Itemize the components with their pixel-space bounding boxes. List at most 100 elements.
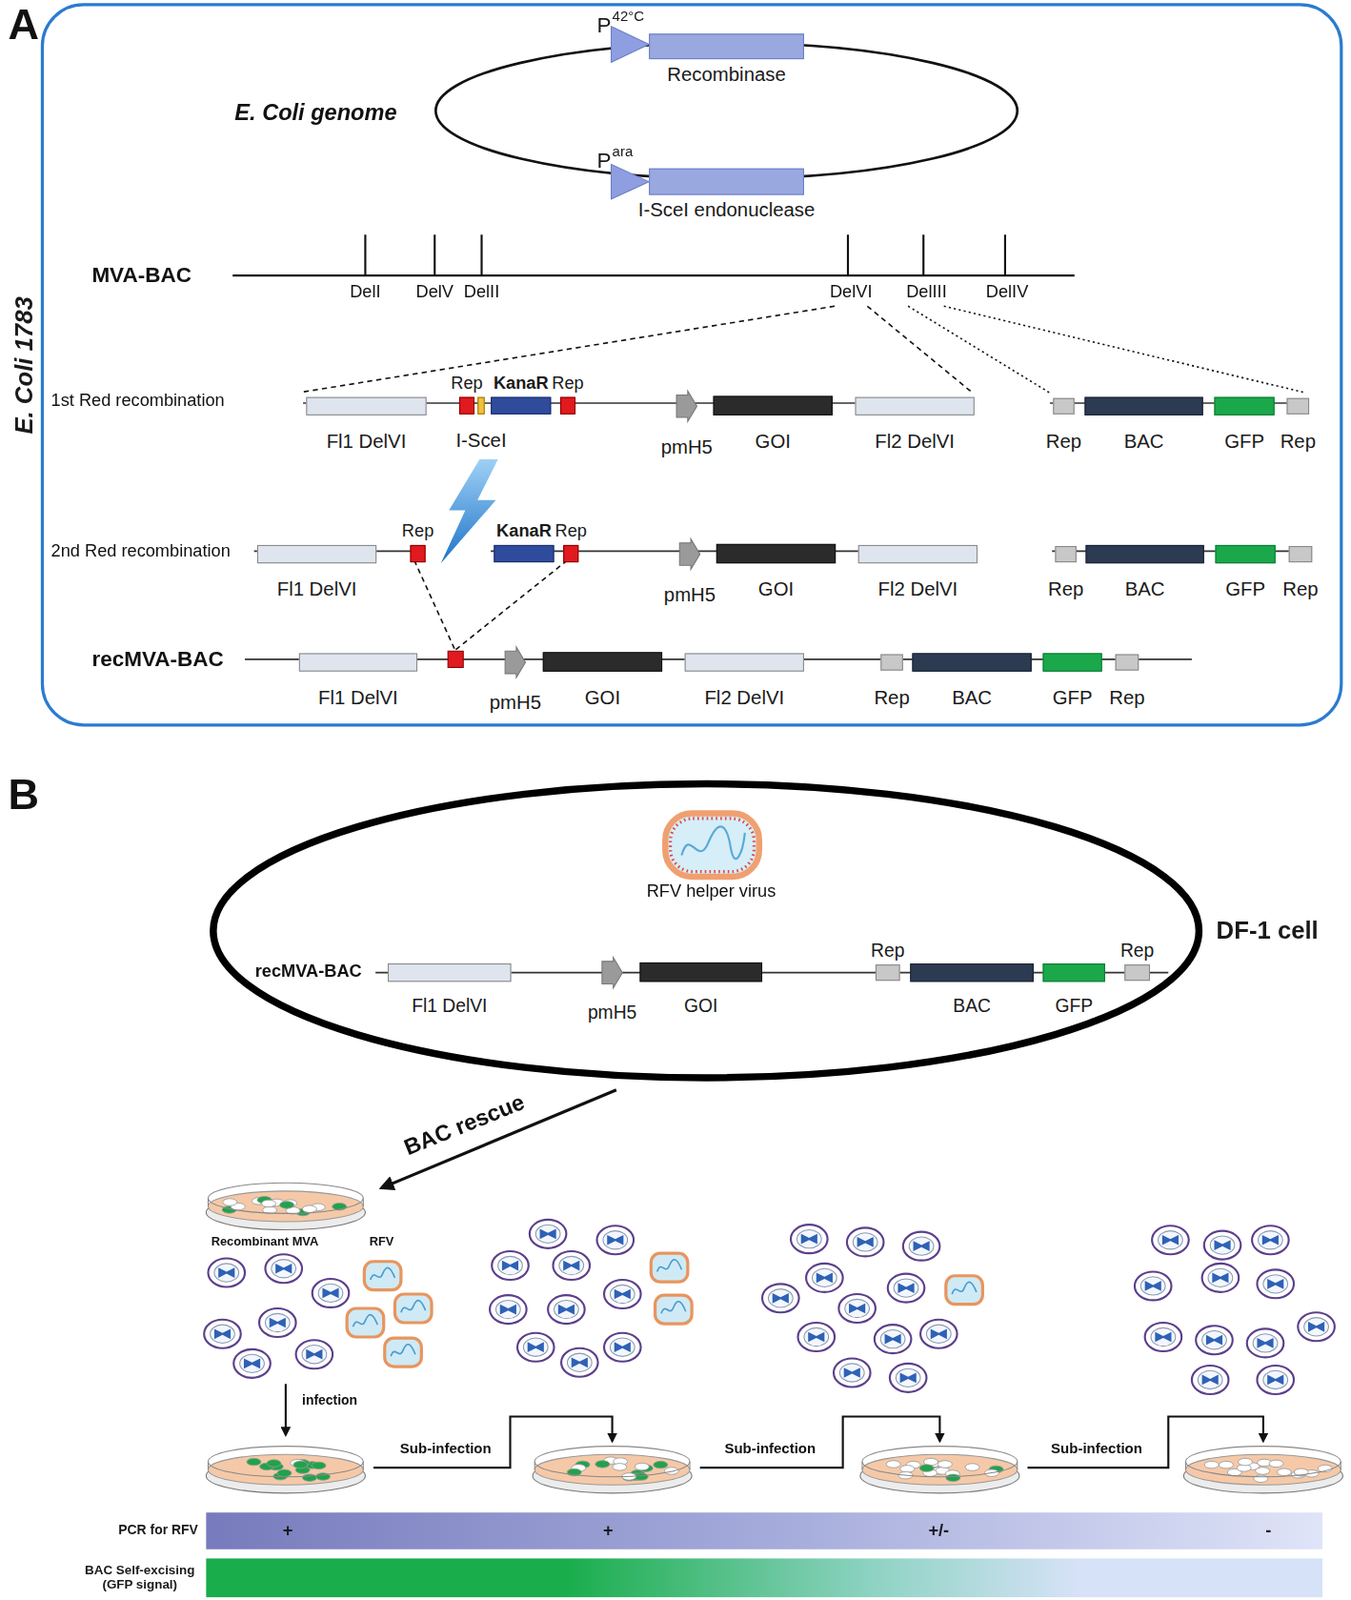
figure-part [880,1329,906,1348]
gene-box: GOI [640,962,764,982]
figure-part [207,1182,363,1213]
promoter-arrow: pmH5 [676,390,697,422]
figure-part [604,1332,642,1362]
gene-box: BAC [909,963,1034,982]
annotation: DelII [463,282,500,303]
mva-virion [1251,1225,1290,1254]
cell-ellipse [213,784,1200,1078]
figure-part [491,1250,529,1280]
mva-virion [1145,1322,1183,1351]
figure-part [1263,1274,1289,1293]
figure-part [874,1324,912,1353]
figure-part [893,1278,919,1297]
figure-part [502,1260,519,1271]
promoter-arrow-shape [602,957,623,989]
figure-part [1197,1370,1223,1389]
gene-box: I-SceI endonuclease [648,168,805,196]
annotation: Sub-infection [724,1439,816,1456]
gene-label: Fl1 DelVI [276,578,359,601]
rfv-virion [384,1337,423,1367]
gene-label: Fl2 DelVI [876,578,959,601]
gene-label: pmH5 [663,584,717,606]
figure-part [614,1289,631,1300]
figure-part [900,1465,915,1472]
figure-part [1297,1311,1335,1341]
mva-virion [604,1332,642,1362]
figure-part [264,1253,303,1283]
mva-genome [232,234,1075,276]
promoter-triangle [611,163,650,199]
figure-part [498,1255,524,1274]
mva-virion [1202,1263,1240,1292]
figure-part [534,1461,690,1471]
bar-label: + [603,1520,614,1541]
figure-part [845,1298,870,1317]
figure-part [1206,1334,1223,1346]
figure-part [1195,1325,1233,1354]
figure-part [900,1371,917,1383]
bar-label: +/- [927,1520,949,1541]
annotation: recMVA-BAC [255,961,363,982]
figure-part [1185,1453,1341,1485]
figure-part [848,1303,866,1314]
gene-label: Rep [449,373,484,394]
figure-part [269,1317,286,1329]
annotation: DelIV [986,282,1029,303]
annotation: Recombinant MVA [211,1234,320,1250]
figure-part [790,1224,828,1253]
annotation: MVA-BAC [91,262,192,287]
figure-part [414,560,568,650]
figure-part [218,1267,235,1278]
figure-part [1262,1234,1279,1246]
figure-part [243,1357,261,1369]
gene-box: I-SceI [477,397,484,415]
figure-part [655,1294,693,1324]
figure-part [807,1331,825,1343]
gene-box: BAC [911,652,1031,671]
insert-leader [302,305,1307,650]
gene-box: Rep [1054,545,1076,563]
bar-label: + [282,1520,294,1541]
figure-part [1134,1270,1172,1300]
gene-label: GFP [1051,686,1094,709]
gene-label: Fl2 DelVI [873,430,956,453]
gene-box: Rep [1124,964,1150,981]
figure-part [266,1459,282,1467]
gene-label: pmH5 [488,691,543,714]
figure-part [1158,1230,1184,1250]
mva-virion [207,1258,245,1288]
annotation: DelV [416,282,454,303]
promoter-symbol-shape [611,163,650,199]
mva-virion [1134,1270,1172,1300]
figure-part [293,1460,308,1468]
figure-part [1150,1327,1176,1346]
gene-box: Rep [459,397,475,415]
figure-part [246,1457,262,1465]
mva-virion [491,1250,529,1280]
figure-part [346,1308,384,1337]
figure-part [1204,1460,1219,1468]
figure-part [908,1236,934,1255]
figure-part [1191,1365,1230,1394]
figure-part [798,1322,836,1351]
gene-box: Fl1 DelVI [299,652,418,671]
figure-part [681,826,745,859]
figure-part [1269,1459,1284,1467]
figure-part [489,1294,527,1324]
gene-box: GOI [543,651,663,671]
figure-part [597,1225,635,1254]
figure-part [571,1356,588,1368]
rfv-virion [394,1293,432,1323]
gene-label: GOI [754,430,792,453]
promoter-arrow: pmH5 [602,957,623,989]
rfv-virion [655,1294,693,1324]
panel-letter: A [8,0,40,50]
panel-title: E. Coli 1783 [10,296,40,434]
promoter-label: ara [612,143,634,159]
figure-part [394,1293,432,1323]
figure-part [951,1281,977,1294]
mva-virion [296,1339,334,1369]
figure-part [240,1353,265,1372]
promoter-arrow-shape [679,538,700,569]
figure-part [1204,1230,1242,1260]
